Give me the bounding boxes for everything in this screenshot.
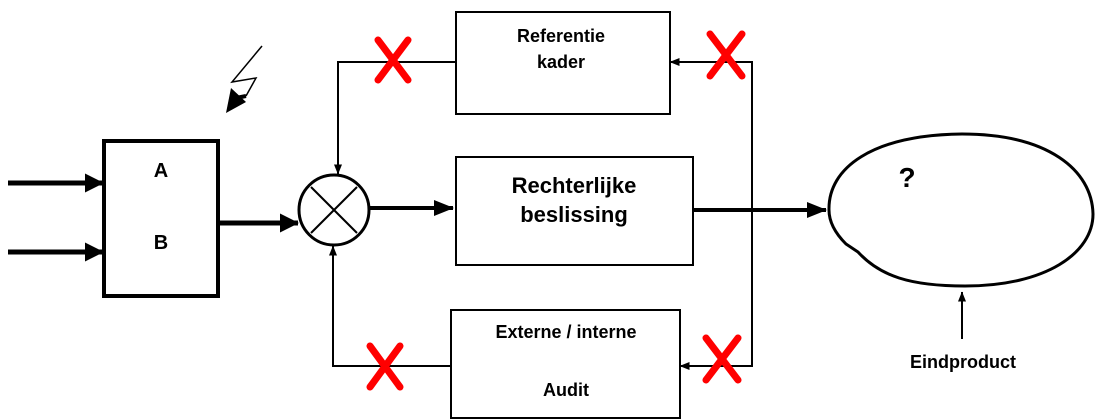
- audit-to-comparator-path: [329, 245, 452, 367]
- eindproduct-label: Eindproduct: [910, 352, 1016, 372]
- beslissing-line2: beslissing: [520, 202, 628, 228]
- referentie-line1: Referentie: [516, 26, 606, 46]
- bottom-feedback-path: [679, 212, 753, 370]
- red-cross-icon: [374, 36, 412, 84]
- red-cross-icon: [706, 30, 746, 80]
- top-feedback-path: [669, 58, 753, 212]
- outcome-ellipse: [827, 132, 1095, 288]
- beslissing-label: Rechterlijke beslissing: [476, 173, 672, 228]
- audit-label-line2: Audit: [543, 380, 589, 400]
- input-box: [102, 139, 220, 298]
- label-a: A: [153, 160, 169, 182]
- red-cross-icon: [702, 334, 742, 384]
- referentie-label: Referentie kader: [496, 26, 626, 72]
- lightning-bolt-icon: [226, 45, 263, 113]
- beslissing-box: [455, 156, 694, 266]
- referentie-to-comparator-path: [334, 61, 456, 175]
- audit-label-line1: Externe / interne: [495, 322, 637, 342]
- label-b: B: [153, 232, 169, 254]
- beslissing-line1: Rechterlijke: [511, 173, 637, 198]
- summing-junction-icon: [297, 173, 371, 247]
- audit-box: [450, 309, 681, 419]
- referentie-box: [455, 11, 671, 115]
- referentie-line2: kader: [536, 51, 586, 72]
- outcome-question-mark: ?: [898, 162, 916, 193]
- red-cross-icon: [366, 342, 404, 391]
